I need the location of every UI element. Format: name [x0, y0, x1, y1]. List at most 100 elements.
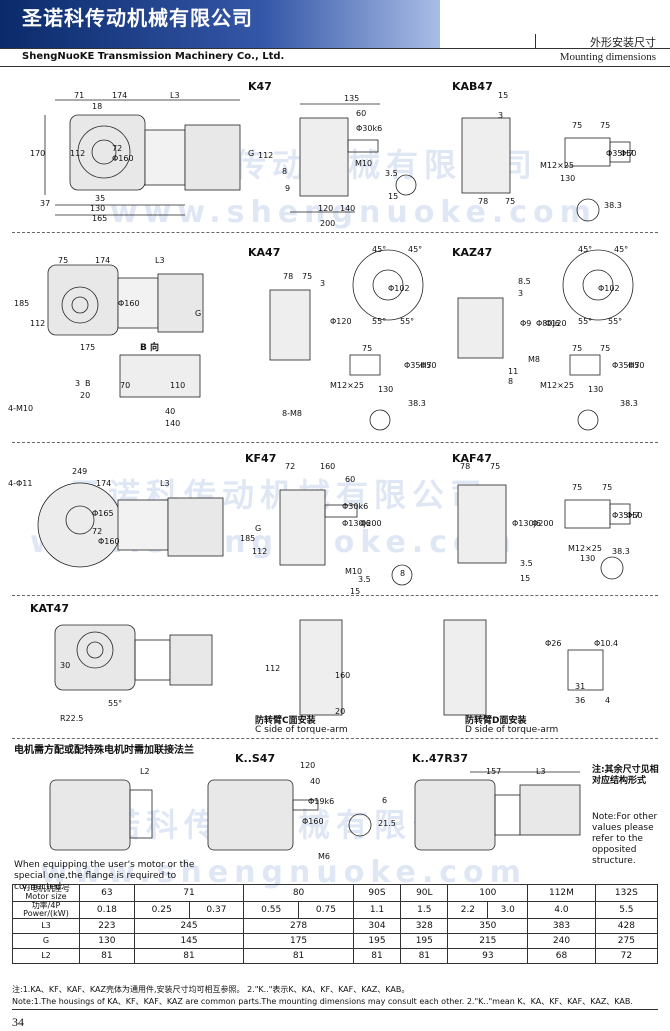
kf47-dimension-label: 160: [320, 462, 336, 471]
ka47-dimension-label: 20: [80, 391, 91, 400]
torque-arm-d-cn: 防转臂D面安装: [465, 716, 527, 726]
kaz47-dimension-label: 11: [508, 367, 519, 376]
kaz47-dimension-label: Φ35H7: [612, 361, 640, 370]
motor-size-cell: 71: [133, 884, 245, 902]
kab47-dimension-label: 75: [505, 197, 516, 206]
kat47-dimension-label: R22.5: [60, 714, 84, 723]
k47-dimension-label: 140: [340, 204, 356, 213]
motor-size-cell: 90L: [400, 884, 449, 902]
footnote-en: Note:1.The housings of KA、KF、KAF、KAZ are…: [12, 997, 633, 1006]
k47r37-drawing: [414, 771, 581, 851]
kaz47-dimension-label: 8.5: [518, 277, 531, 286]
motor-size-cell: 80: [243, 884, 354, 902]
kf47-dimension-label: 8: [400, 569, 406, 578]
kab47-dimension-label: M12×25: [540, 161, 574, 170]
kab47-dimension-label: Φ35H7: [606, 149, 634, 158]
kf47-dimension-label: 72: [285, 462, 296, 471]
ka47-drawing: [47, 249, 424, 431]
table-cell: 81: [400, 948, 449, 964]
table-row-g: G 130 145 175 195 195 215 240 275: [12, 933, 659, 949]
table-cell: 72: [594, 948, 659, 964]
model-k47: K47: [248, 80, 272, 93]
ka47-dimension-label: 112: [30, 319, 46, 328]
kaf47-dimension-label: Φ130j6: [512, 519, 541, 528]
table-cell: 175: [243, 933, 354, 949]
section-divider: [12, 738, 658, 739]
kaz47-dimension-label: 55°: [578, 317, 593, 326]
ka47-dimension-label: 4-M10: [8, 404, 34, 413]
motor-size-cell: 132S: [594, 884, 659, 902]
torque-arm-c-en: C side of torque-arm: [255, 725, 348, 735]
table-cell: 383: [527, 918, 596, 934]
table-row-motor: Y₂电机机座号 Motor size 63 71 80 90S 90L 100 …: [12, 884, 659, 902]
ks47-drawing: [49, 779, 372, 851]
model-kaf47: KAF47: [452, 452, 492, 465]
b-direction-label: B 向: [140, 343, 159, 353]
section-title-cn: 外形安装尺寸: [590, 36, 656, 49]
kf47-dimension-label: Φ160: [98, 537, 120, 546]
table-cell: 81: [79, 948, 135, 964]
ks47-dimension-label: 21.5: [378, 819, 396, 828]
kaz47-dimension-label: 130: [588, 385, 604, 394]
k47-dimension-label: 130: [90, 204, 106, 213]
ka47-dimension-label: 130: [378, 385, 394, 394]
kat47-dimension-label: 55°: [108, 699, 123, 708]
ka47-dimension-label: L3: [155, 256, 165, 265]
ka47-dimension-label: 110: [170, 381, 186, 390]
kaz47-dimension-label: Φ120: [545, 319, 567, 328]
k47-dimension-label: L3: [170, 91, 180, 100]
kf47-dimension-label: L3: [160, 479, 170, 488]
ka47-dimension-label: 38.3: [408, 399, 426, 408]
ks47-dimension-label: Φ19k6: [308, 797, 335, 806]
kaf47-dimension-label: 75: [490, 462, 501, 471]
table-row-l2: L2 81 81 81 81 81 93 68 72: [12, 948, 659, 964]
section-divider: [12, 442, 658, 443]
table-cell: 130: [79, 933, 135, 949]
ks47-dimension-label: L2: [140, 767, 150, 776]
power-cell: 3.0: [487, 901, 529, 919]
model-kat47: KAT47: [30, 602, 69, 615]
ka47-dimension-label: 40: [165, 407, 176, 416]
kaz47-dimension-label: M8: [528, 355, 540, 364]
footer-rule: [12, 1009, 658, 1010]
ks47-dimension-label: L3: [536, 767, 546, 776]
motor-size-cell: 112M: [527, 884, 596, 902]
k47-dimension-label: 72: [112, 144, 123, 153]
kaz47-dimension-label: 75: [600, 344, 611, 353]
power-cell: 0.18: [79, 901, 135, 919]
ks47-dimension-label: Φ160: [302, 817, 324, 826]
table-cell: 81: [133, 948, 245, 964]
k47-dimension-label: 3.5: [385, 169, 398, 178]
kf47-dimension-label: Φ130j6: [342, 519, 371, 528]
table-cell: 245: [133, 918, 245, 934]
k47-dimension-label: 112: [70, 149, 86, 158]
ka47-dimension-label: Φ160: [118, 299, 140, 308]
kf47-dimension-label: 60: [345, 475, 356, 484]
section-title-en: Mounting dimensions: [559, 51, 656, 63]
kaz47-dimension-label: M12×25: [540, 381, 574, 390]
kaz47-dimension-label: Φ80j6: [536, 319, 560, 328]
ka47-dimension-label: Φ35H7: [404, 361, 432, 370]
kaz47-dimension-label: Φ9: [520, 319, 532, 328]
header-rule: [0, 48, 670, 49]
ka47-dimension-label: 78: [283, 272, 294, 281]
ks47-dimension-label: M6: [318, 852, 330, 861]
kaz47-dimension-label: Φ50: [628, 361, 645, 370]
k47-dimension-label: 165: [92, 214, 108, 223]
header-tick: [535, 34, 536, 48]
company-name-en: ShengNuoKE Transmission Machinery Co., L…: [22, 51, 285, 62]
kaz47-dimension-label: 45°: [614, 245, 629, 254]
kf47-dimension-label: Φ165: [92, 509, 114, 518]
kat47-dimension-label: Φ10.4: [594, 639, 619, 648]
table-cell: 304: [352, 918, 402, 934]
table-cell: 145: [133, 933, 245, 949]
table-cell: 328: [400, 918, 449, 934]
motor-size-cell: 90S: [352, 884, 402, 902]
kf47-dimension-label: Φ200: [360, 519, 382, 528]
kaf47-dimension-label: Φ200: [532, 519, 554, 528]
power-cell: 1.5: [400, 901, 449, 919]
kf47-dimension-label: G: [255, 524, 262, 533]
section-divider: [12, 595, 658, 596]
k47-dimension-label: 15: [388, 192, 399, 201]
